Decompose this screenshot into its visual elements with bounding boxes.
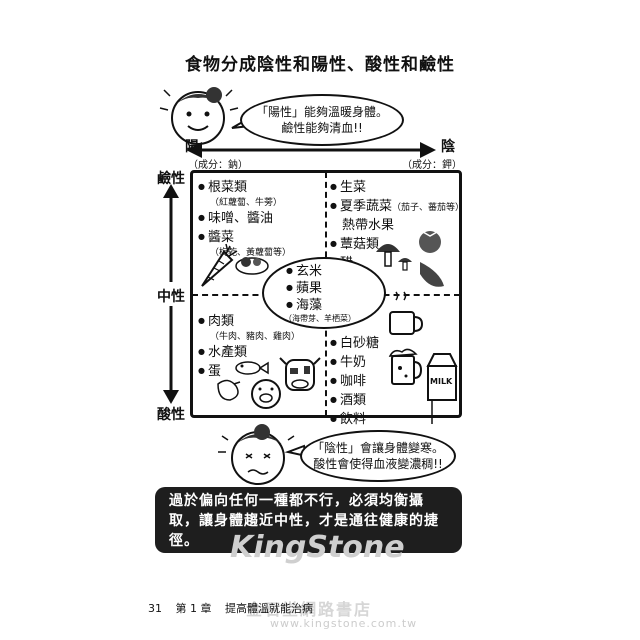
watermark-cn: 金石堂網路書店 — [246, 600, 373, 619]
food-item: 玄米 — [286, 263, 384, 280]
watermark-brand: KingStone — [230, 530, 405, 565]
top-bubble-line2: 鹼性能夠清血!! — [281, 121, 363, 135]
food-note: （紅蘿蔔、牛蒡） — [210, 198, 283, 208]
bottom-speech-bubble: 「陰性」會讓身體變寒。 酸性會使得血液變濃稠!! — [300, 430, 456, 482]
axis-top-label: 鹼性 — [157, 171, 185, 187]
food-item-continued: 熱帶水果 — [342, 218, 395, 233]
vertical-axis-arrow — [163, 184, 179, 404]
axis-right-end-label: 陰 — [441, 139, 455, 155]
quadrant-bottom-right: 白砂糖 牛奶 咖啡 酒類 飲料 — [330, 334, 379, 429]
food-item: 咖啡 — [330, 372, 379, 391]
food-item: 飲料 — [330, 410, 379, 429]
food-item: 海藻 — [286, 297, 384, 314]
diagram-title: 食物分成陰性和陽性、酸性和鹼性 — [185, 55, 455, 75]
summary-box: 過於偏向任何一種都不行，必須均衡攝取，讓身體趨近中性，才是通往健康的捷徑。 — [155, 487, 462, 553]
page-footer: 31 第 1 章 提高體溫就能治病 — [148, 600, 313, 616]
food-item: 牛奶 — [330, 353, 379, 372]
food-item: 醬菜 — [198, 228, 291, 247]
coffee-cup-icon — [389, 291, 424, 335]
milk-carton-icon — [426, 353, 458, 401]
axis-left-end-label: 陽 — [185, 139, 199, 155]
axis-middle-label: 中性 — [157, 289, 185, 305]
food-item: 夏季蔬菜（茄子、蕃茄等） — [330, 197, 464, 217]
chapter-number: 第 1 章 — [175, 602, 212, 615]
food-item: 生菜 — [330, 178, 464, 197]
food-item: 蘋果 — [286, 280, 384, 297]
beer-mug-icon — [388, 348, 423, 385]
food-item: 蛋 — [198, 362, 300, 381]
food-item: 味噌、醬油 — [198, 209, 291, 228]
pickles-icon — [235, 257, 269, 275]
food-note: （梅乾、黃蘿蔔等） — [210, 248, 292, 258]
quadrant-top-right: 生菜 夏季蔬菜（茄子、蕃茄等） 熱帶水果 蕈菇類 醋 — [330, 178, 464, 273]
warm-character-icon — [159, 87, 239, 145]
food-note: （海帶芽、羊栖菜） — [284, 313, 356, 323]
food-item-label: 夏季蔬菜 — [339, 199, 392, 214]
bottom-bubble-line2: 酸性會使得血液變濃稠!! — [313, 457, 443, 471]
food-item: 酒類 — [330, 391, 379, 410]
food-item: 根菜類 — [198, 178, 291, 197]
cold-character-icon — [218, 424, 298, 485]
food-item: 蕈菇類 — [330, 235, 464, 254]
watermark-url: www.kingstone.com.tw — [270, 617, 418, 630]
milk-label: MILK — [430, 377, 453, 386]
horizontal-axis-arrow — [186, 142, 436, 158]
food-item: 肉類 — [198, 312, 300, 331]
top-bubble-line1: 「陽性」能夠溫暖身體。 — [255, 105, 388, 119]
food-note: （牛肉、豬肉、雞肉） — [210, 332, 301, 342]
food-note: （茄子、蕃茄等） — [392, 203, 465, 213]
axis-bottom-label: 酸性 — [157, 407, 185, 423]
food-item: 白砂糖 — [330, 334, 379, 353]
food-item: 水產類 — [198, 343, 300, 362]
axis-left-note: （成分：鈉） — [188, 160, 248, 171]
quadrant-bottom-left: 肉類 （牛肉、豬肉、雞肉） 水產類 蛋 — [198, 312, 300, 381]
top-speech-bubble: 「陽性」能夠溫暖身體。 鹼性能夠清血!! — [240, 94, 404, 146]
quadrant-grid — [190, 170, 462, 418]
carrot-icon — [201, 243, 238, 287]
page-number: 31 — [148, 602, 162, 615]
axis-right-note: （成分：鉀） — [402, 160, 462, 171]
quadrant-top-left: 根菜類 （紅蘿蔔、牛蒡） 味噌、醬油 醬菜 （梅乾、黃蘿蔔等） — [198, 178, 291, 259]
chapter-title: 提高體溫就能治病 — [225, 602, 313, 615]
bottom-bubble-line1: 「陰性」會讓身體變寒。 — [311, 441, 444, 455]
